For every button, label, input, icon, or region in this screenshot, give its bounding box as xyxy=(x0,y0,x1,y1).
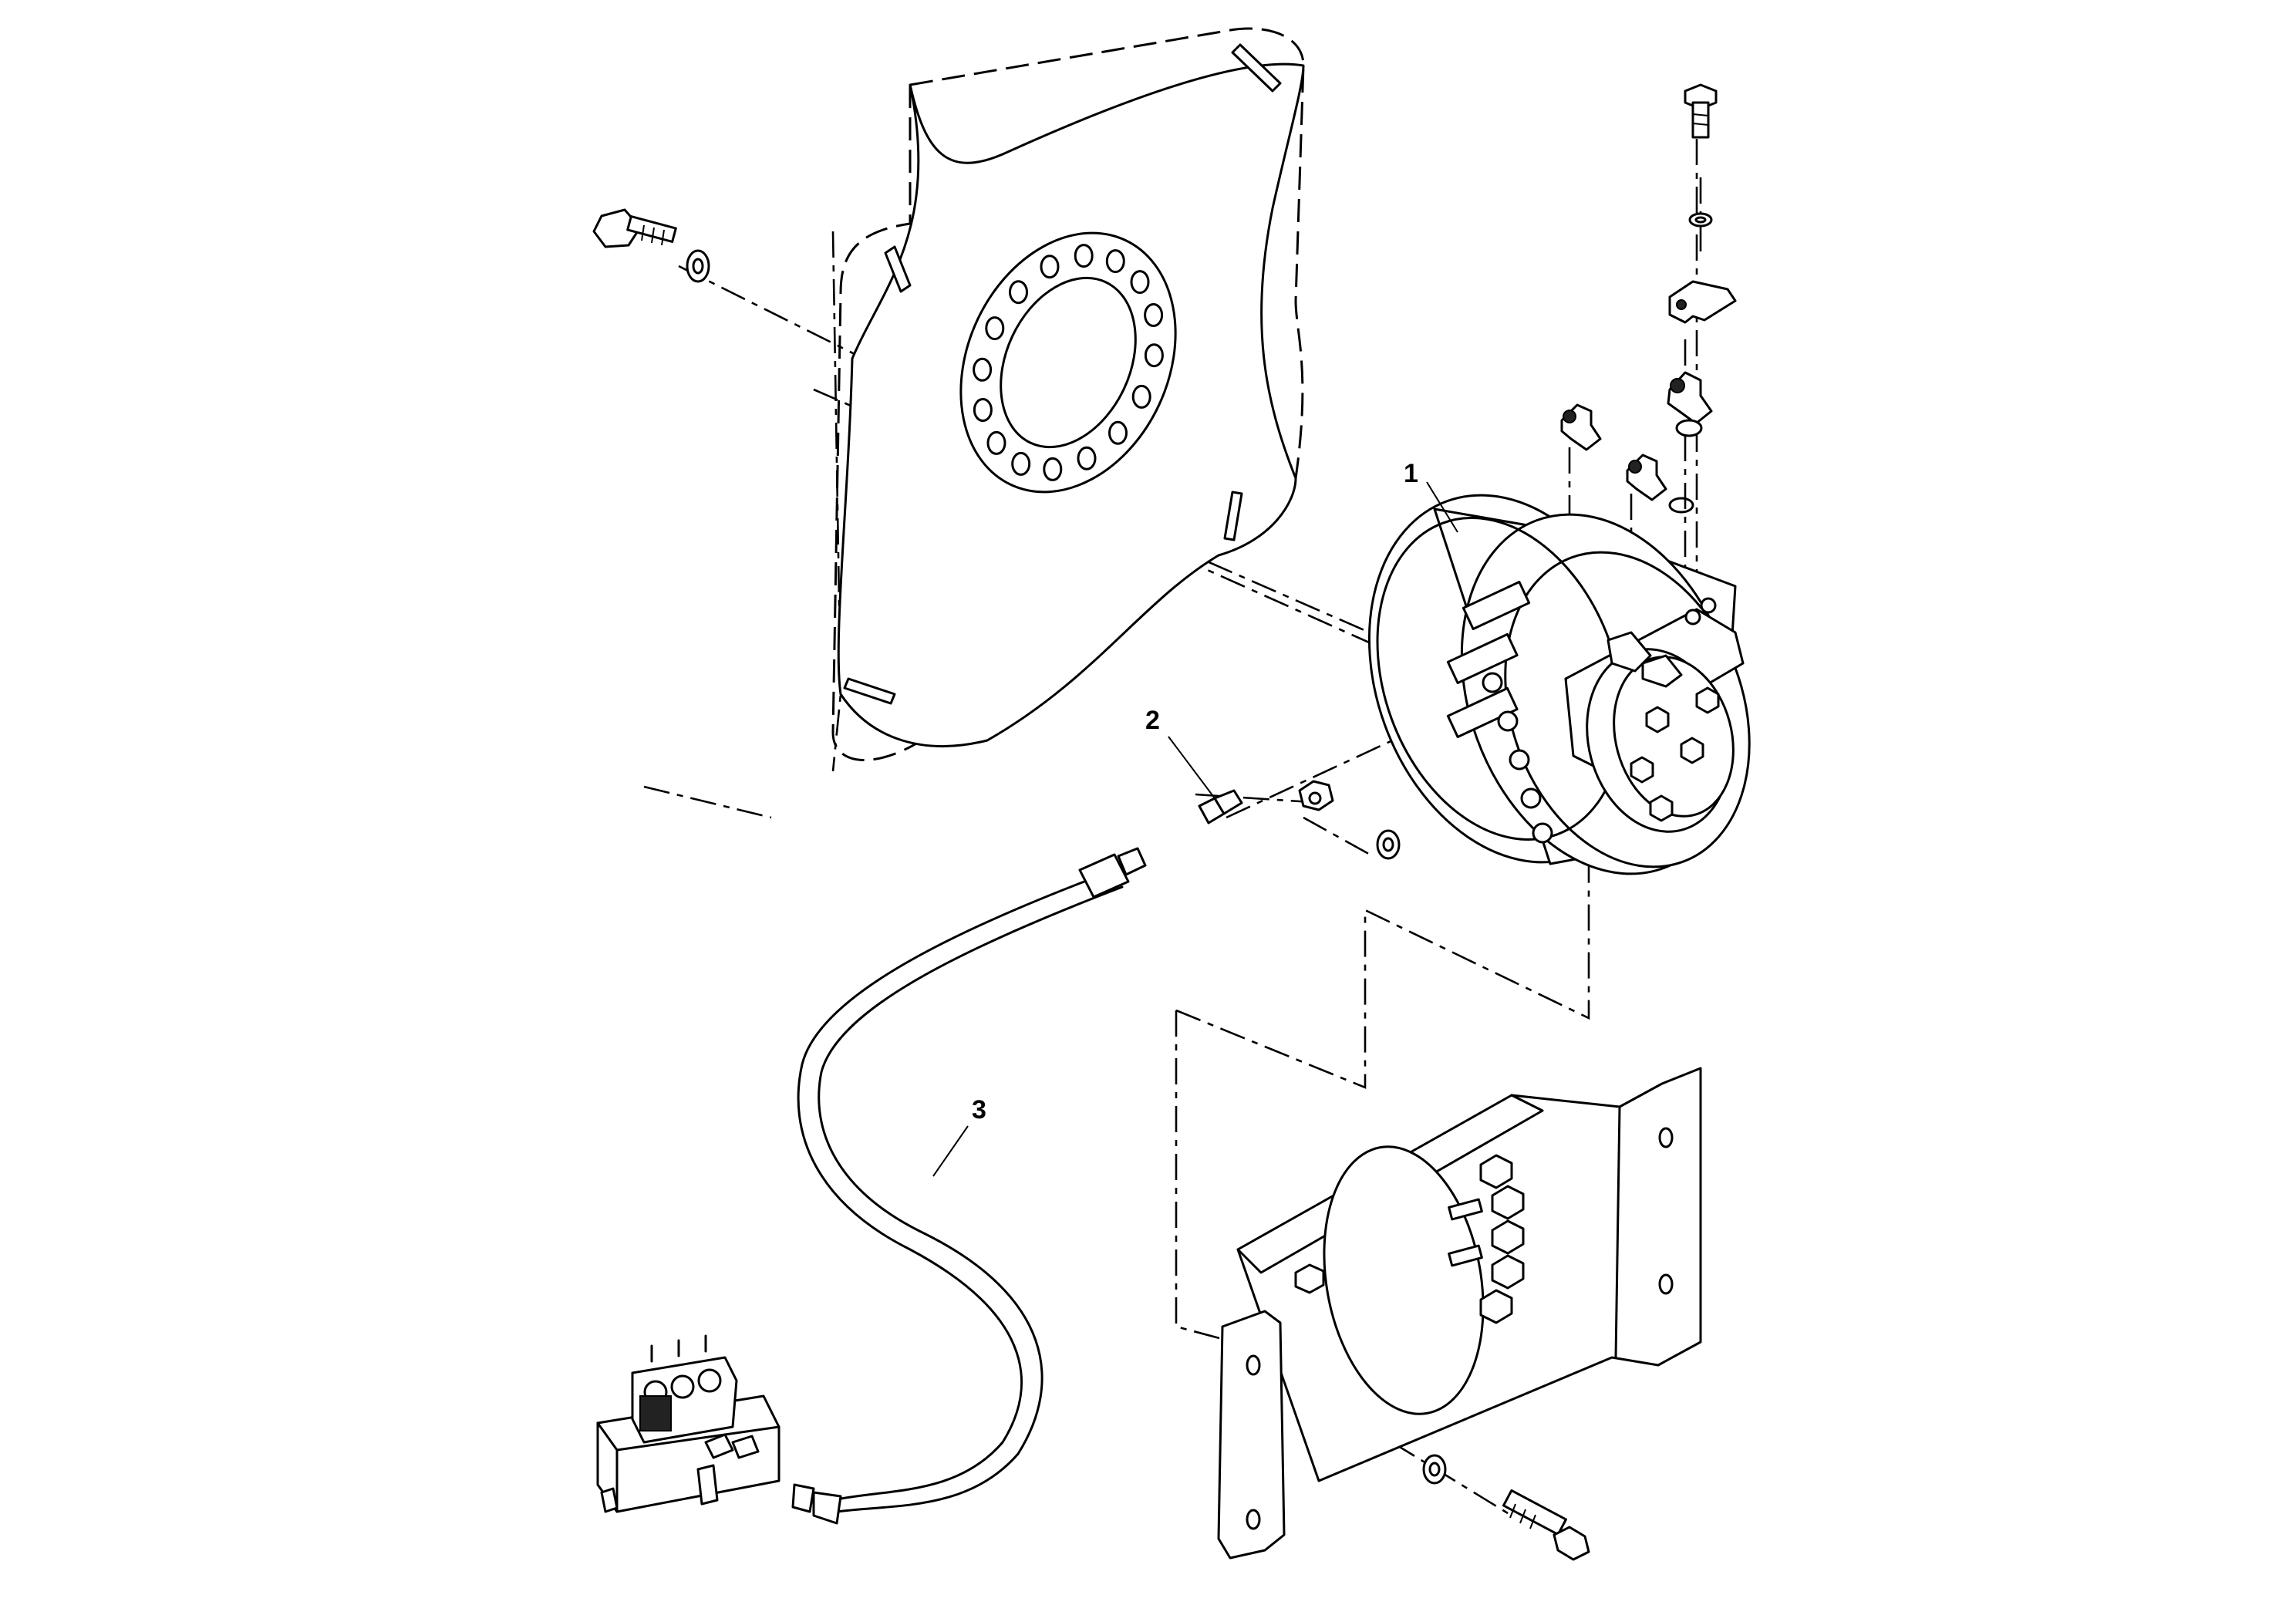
o-ring xyxy=(1668,497,1694,514)
plate-bolt-head xyxy=(1105,249,1125,274)
solenoid-valve-block xyxy=(596,1334,781,1513)
washer-top-left xyxy=(686,249,710,283)
washer-middle xyxy=(1376,829,1401,860)
plate-bolt-head xyxy=(1043,457,1063,481)
plate-bolt-head xyxy=(1011,451,1031,476)
bolt-top-left xyxy=(592,208,677,248)
hydraulic-hose xyxy=(791,847,1147,1525)
plate-bolt-head xyxy=(1040,255,1060,279)
washer-bottom xyxy=(1422,1454,1447,1485)
plate-bolt-head xyxy=(1144,343,1164,368)
plate-bolt-head xyxy=(1074,244,1094,268)
plate-bolt-head xyxy=(1108,420,1128,445)
callout-2: 2 xyxy=(1145,706,1215,799)
gear-motor-assembly xyxy=(1367,494,1751,875)
plate-bolt-head xyxy=(973,398,993,422)
plate-bolt-head xyxy=(985,316,1005,341)
callout-label-2: 2 xyxy=(1145,706,1160,735)
plate-bolt-head xyxy=(1144,303,1164,327)
elbow-fitting-2 xyxy=(1626,454,1667,501)
plate-bolt-head xyxy=(986,430,1006,455)
callout-label-3: 3 xyxy=(972,1095,986,1125)
adapter-fitting xyxy=(1198,789,1243,824)
elbow-fitting-3 xyxy=(1667,371,1713,437)
plate-bolt-head xyxy=(1130,270,1150,295)
washer-top-right xyxy=(1688,212,1713,228)
plate-bolt-head xyxy=(1131,384,1151,409)
elbow-fitting-1 xyxy=(1560,403,1602,451)
plate-bolt-head xyxy=(1077,446,1097,470)
l-bracket xyxy=(1217,1067,1702,1560)
hex-nut xyxy=(1298,780,1334,811)
callout-label-1: 1 xyxy=(1404,459,1418,488)
clamp-bracket xyxy=(1668,280,1737,324)
plate-bolt-head xyxy=(973,357,993,382)
bolt-top-right xyxy=(1684,83,1718,139)
bolt-circle xyxy=(973,244,1164,481)
callout-3: 3 xyxy=(932,1095,986,1177)
bolt-bottom xyxy=(1502,1489,1590,1561)
plate-bolt-head xyxy=(1009,280,1028,305)
mounting-plate xyxy=(831,27,1305,761)
callout-1: 1 xyxy=(1404,459,1458,533)
